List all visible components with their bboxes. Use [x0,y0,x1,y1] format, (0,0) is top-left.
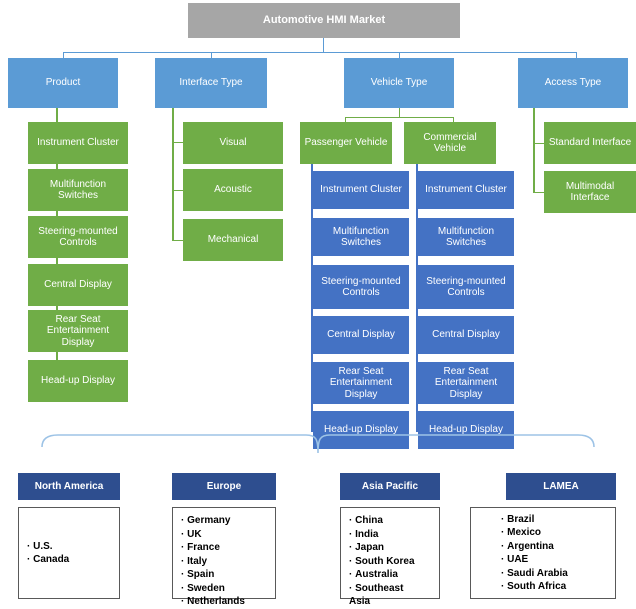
region-country-item: Argentina [501,540,607,554]
connector-tick-interface-2 [172,240,185,241]
segment-item-passenger-3[interactable]: Central Display [313,316,409,354]
segment-item-commercial-0[interactable]: Instrument Cluster [418,171,514,209]
segment-item-interface-0[interactable]: Visual [183,122,283,164]
region-country-item: UAE [501,553,607,567]
region-country-item: Germany [181,514,267,528]
region-country-item: Saudi Arabia [501,567,607,581]
region-header-europe[interactable]: Europe [172,473,276,500]
connector-drop-vehicle [399,52,400,58]
connector-vehicle-stem [399,108,400,117]
segment-item-product-1[interactable]: Multifunction Switches [28,169,128,211]
region-country-list: Brazil Mexico Argentina UAE Saudi Arabia… [501,513,607,594]
region-country-item: Spain [181,568,267,582]
segment-item-passenger-0[interactable]: Instrument Cluster [313,171,409,209]
segment-item-interface-1[interactable]: Acoustic [183,169,283,211]
region-country-item: Mexico [501,526,607,540]
region-country-item: Southeast Asia [349,582,431,609]
connector-title-stem [323,38,324,52]
connector-spine-interface [172,108,174,241]
region-list-asia-pacific: China India Japan South Korea Australia … [340,507,440,607]
connector-drop-access [576,52,577,58]
segment-item-product-0[interactable]: Instrument Cluster [28,122,128,164]
connector-tick-access-1 [533,192,546,193]
segment-header-vehicle-type[interactable]: Vehicle Type [344,58,454,108]
segment-item-passenger-5[interactable]: Head-up Display [313,411,409,449]
region-country-item: U.S. [27,540,111,554]
segment-subheader-passenger-vehicle[interactable]: Passenger Vehicle [300,122,392,164]
region-header-asia-pacific[interactable]: Asia Pacific [340,473,440,500]
connector-vehicle-bus [345,117,454,118]
region-country-item: South Africa [501,580,607,594]
connector-spine-commercial [416,164,418,432]
region-country-item: China [349,514,431,528]
region-country-item: UK [181,528,267,542]
segment-item-passenger-2[interactable]: Steering-mounted Controls [313,265,409,309]
region-list-europe: Germany UK France Italy Spain Sweden Net… [172,507,276,607]
diagram-title: Automotive HMI Market [188,3,460,38]
connector-tick-interface-0 [172,142,185,143]
region-country-item: Italy [181,555,267,569]
connector-drop-product [63,52,64,58]
segment-header-access-type[interactable]: Access Type [518,58,628,108]
connector-drop-interface [211,52,212,58]
segment-item-commercial-1[interactable]: Multifunction Switches [418,218,514,256]
region-list-north-america: U.S. Canada [18,507,120,599]
region-header-lamea[interactable]: LAMEA [506,473,616,500]
segment-item-interface-2[interactable]: Mechanical [183,219,283,261]
segment-item-access-0[interactable]: Standard Interface [544,122,636,164]
region-brace-connector [41,434,595,454]
connector-vehicle-drop-commercial [453,117,454,123]
segment-item-passenger-4[interactable]: Rear Seat Entertainment Display [313,362,409,404]
region-country-item: Australia [349,568,431,582]
connector-tick-access-0 [533,143,546,144]
segment-item-commercial-5[interactable]: Head-up Display [418,411,514,449]
region-country-list: China India Japan South Korea Australia … [349,514,431,609]
region-country-item: France [181,541,267,555]
segment-subheader-commercial-vehicle[interactable]: Commercial Vehicle [404,122,496,164]
region-country-item: South Korea [349,555,431,569]
segment-header-interface-type[interactable]: Interface Type [155,58,267,108]
connector-level1-bus [63,52,576,53]
region-country-item: Sweden [181,582,267,596]
segment-item-product-3[interactable]: Central Display [28,264,128,306]
region-country-item: Netherlands [181,595,267,609]
segment-item-product-4[interactable]: Rear Seat Entertainment Display [28,310,128,352]
region-country-item: Japan [349,541,431,555]
segment-item-commercial-2[interactable]: Steering-mounted Controls [418,265,514,309]
connector-vehicle-drop-passenger [345,117,346,123]
segment-item-product-5[interactable]: Head-up Display [28,360,128,402]
segment-item-product-2[interactable]: Steering-mounted Controls [28,216,128,258]
segment-item-commercial-3[interactable]: Central Display [418,316,514,354]
region-header-north-america[interactable]: North America [18,473,120,500]
connector-tick-interface-1 [172,190,185,191]
region-list-lamea: Brazil Mexico Argentina UAE Saudi Arabia… [470,507,616,599]
region-country-item: Canada [27,553,111,567]
connector-spine-passenger [311,164,313,432]
segment-item-access-1[interactable]: Multimodal Interface [544,171,636,213]
connector-spine-access [533,108,535,193]
segment-header-product[interactable]: Product [8,58,118,108]
segment-item-commercial-4[interactable]: Rear Seat Entertainment Display [418,362,514,404]
region-country-item: Brazil [501,513,607,527]
segment-item-passenger-1[interactable]: Multifunction Switches [313,218,409,256]
region-country-item: India [349,528,431,542]
region-country-list: Germany UK France Italy Spain Sweden Net… [181,514,267,609]
region-country-list: U.S. Canada [27,540,111,567]
